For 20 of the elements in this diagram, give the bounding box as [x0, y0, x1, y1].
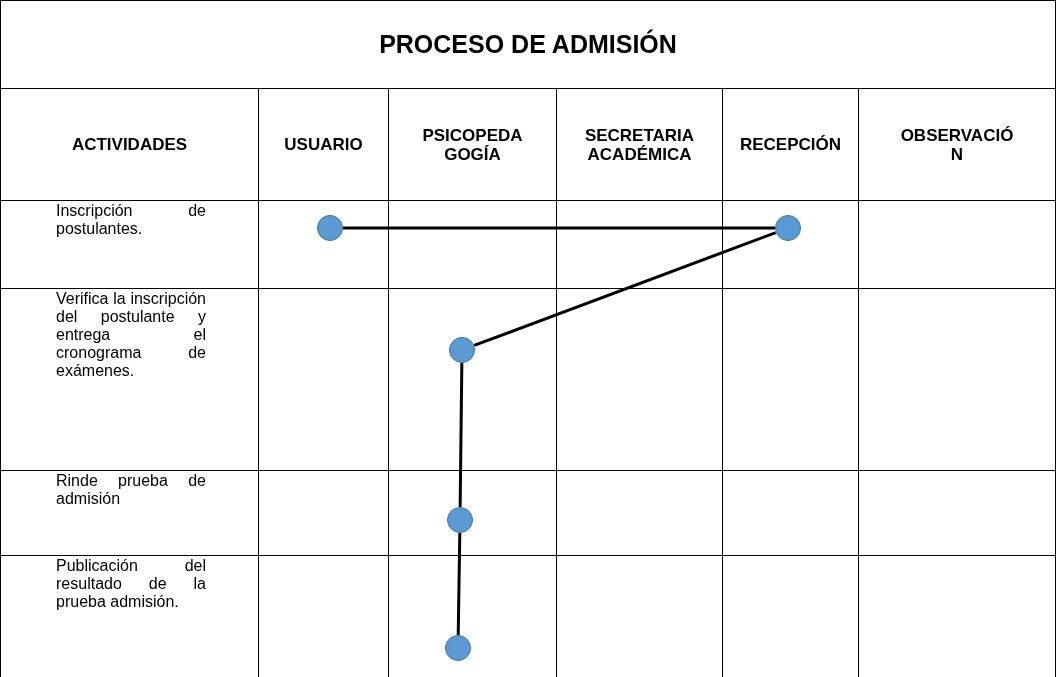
column-header: SECRETARIA ACADÉMICA — [584, 125, 695, 164]
table-title: PROCESO DE ADMISIÓN — [379, 30, 677, 59]
connector-line — [456, 532, 462, 636]
connector-line — [458, 362, 464, 508]
circle-marker — [775, 215, 801, 241]
column-header: PSICOPEDAGOGÍA — [421, 125, 524, 164]
activity-text: Verifica la inscripción del postulante y entrega el cronograma de exámenes. — [56, 290, 206, 380]
activity-text: Inscripción de postulantes. — [56, 202, 206, 238]
column-header: USUARIO — [283, 135, 364, 154]
column-header: ACTIVIDADES — [70, 135, 189, 154]
circle-marker — [449, 337, 475, 363]
circle-marker — [445, 635, 471, 661]
column-header: OBSERVACIÓN — [899, 125, 1015, 164]
connector-line — [473, 231, 777, 347]
activity-text: Publicación del resultado de la prueba admisión. — [56, 557, 206, 611]
column-header: RECEPCIÓN — [738, 135, 843, 154]
circle-marker — [317, 215, 343, 241]
connector-line — [343, 226, 775, 230]
circle-marker — [447, 507, 473, 533]
activity-text: Rinde prueba de admisión — [56, 472, 206, 508]
